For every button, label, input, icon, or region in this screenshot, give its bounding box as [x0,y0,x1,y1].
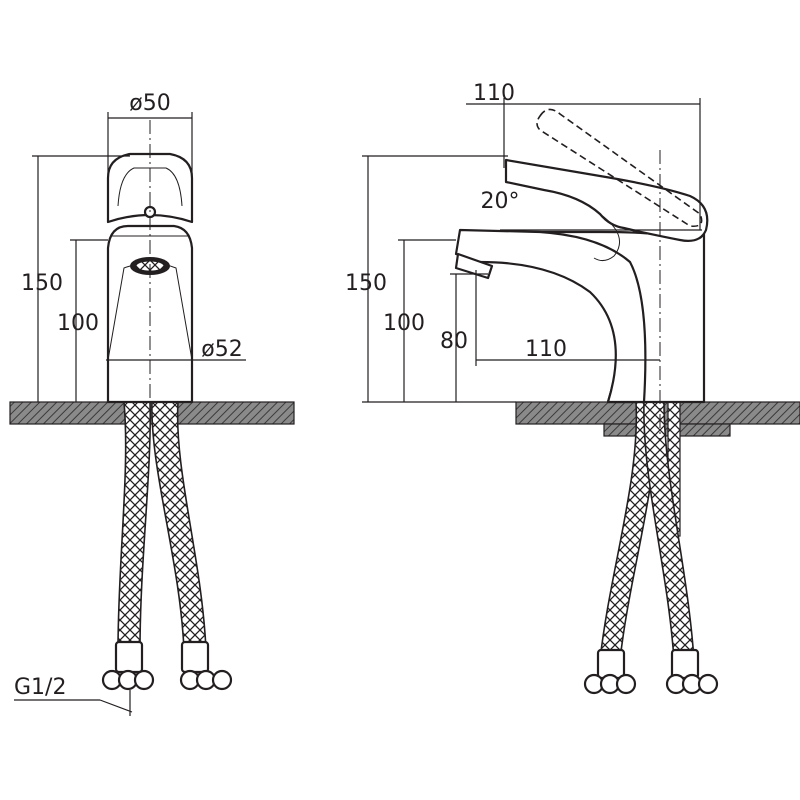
dim-diameter-top: ø50 [129,91,170,116]
dim-lever-angle: 20° [481,189,520,214]
dim-thread: G1/2 [14,675,66,700]
dim-height-spout-side: 100 [383,311,425,336]
side-view: 110 20° 150 100 80 110 [345,81,800,695]
dim-height-spout-front: 100 [57,311,99,336]
faucet-body-side [454,108,709,404]
dim-height-total-side: 150 [345,271,387,296]
front-view: ø50 ø52 150 100 G1/2 [9,91,295,716]
supply-hoses-side [583,401,719,695]
hose-nut-left [101,640,155,691]
dim-height-total-front: 150 [21,271,63,296]
hose-nut-side-right [665,648,719,695]
dim-depth-lever: 110 [473,81,515,106]
hose-nut-right [179,640,233,691]
dim-spout-reach: 110 [525,337,567,362]
dim-diameter-base: ø52 [201,337,242,362]
dim-height-outlet: 80 [440,329,468,354]
lever-side [504,158,709,262]
lever-raised-outline [536,108,703,228]
hose-nut-side-left [583,648,637,695]
supply-hoses-front [101,401,233,691]
mounting-plate [603,423,731,437]
